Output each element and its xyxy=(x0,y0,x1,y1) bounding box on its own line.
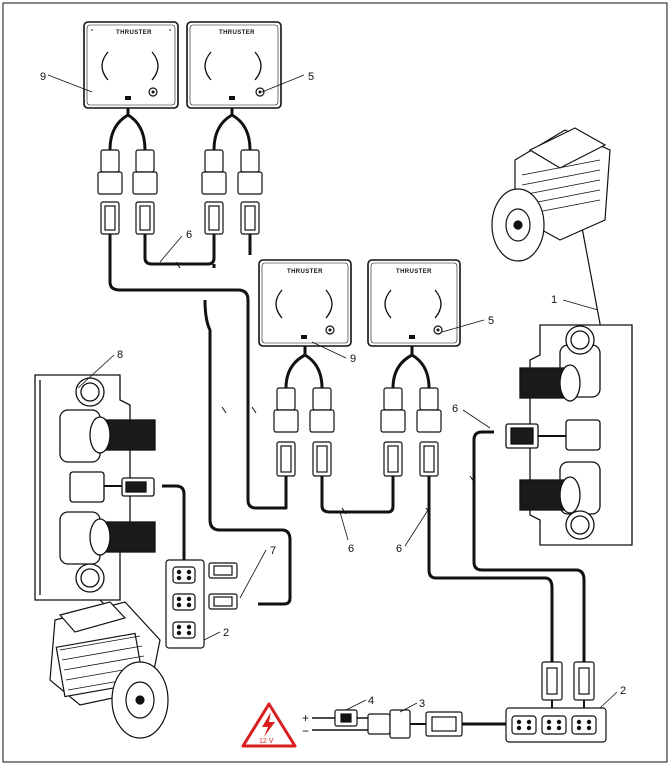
stern-thruster-right xyxy=(505,324,633,546)
callout-8: 8 xyxy=(117,349,123,361)
control-panel-middle-right: THRUSTER xyxy=(367,259,461,347)
connector-column-top xyxy=(97,149,263,235)
panel-brand-label: THRUSTER xyxy=(396,269,432,275)
callout-4: 4 xyxy=(368,695,374,707)
callout-5-top: 5 xyxy=(308,71,314,83)
voltage-label: 12 V xyxy=(259,738,274,745)
distributor-box-bottom xyxy=(505,661,607,743)
callout-leaders xyxy=(47,74,618,713)
power-cable-parts xyxy=(334,709,463,739)
callout-6-top: 6 xyxy=(186,229,192,241)
control-panel-top-right: THRUSTER xyxy=(186,21,282,109)
callout-2-bottom: 2 xyxy=(620,685,626,697)
callout-3: 3 xyxy=(419,698,425,710)
bow-thruster-left xyxy=(34,374,156,601)
thruster-motor-upper-right xyxy=(491,127,611,262)
warning-triangle-icon: 12 V xyxy=(241,702,297,748)
callout-7: 7 xyxy=(270,545,276,557)
plus-label: + xyxy=(302,711,309,725)
panel-brand-label: THRUSTER xyxy=(116,30,152,36)
callout-6-middle: 6 xyxy=(348,543,354,555)
callout-9-middle: 9 xyxy=(350,353,356,365)
y-cable-middle xyxy=(284,346,431,389)
callout-5-middle: 5 xyxy=(488,315,494,327)
callout-2-left: 2 xyxy=(223,627,229,639)
cables xyxy=(59,189,619,731)
y-cable-top xyxy=(108,108,252,151)
minus-label: − xyxy=(302,724,309,738)
callout-1: 1 xyxy=(551,294,557,306)
connector-column-middle xyxy=(273,387,442,477)
distributor-box-left xyxy=(165,559,205,649)
panel-brand-label: THRUSTER xyxy=(287,269,323,275)
panel-brand-label: THRUSTER xyxy=(219,30,255,36)
callout-6-right: 6 xyxy=(452,403,458,415)
cable-ties xyxy=(175,261,475,515)
control-panel-top-left: THRUSTER xyxy=(83,21,179,109)
lightning-icon xyxy=(262,712,275,737)
callout-9-top: 9 xyxy=(40,71,46,83)
thruster-motor-lower-left xyxy=(49,601,169,739)
control-panel-middle-left: THRUSTER xyxy=(258,259,352,347)
terminator-plugs xyxy=(208,562,238,610)
callout-6-lower: 6 xyxy=(396,543,402,555)
